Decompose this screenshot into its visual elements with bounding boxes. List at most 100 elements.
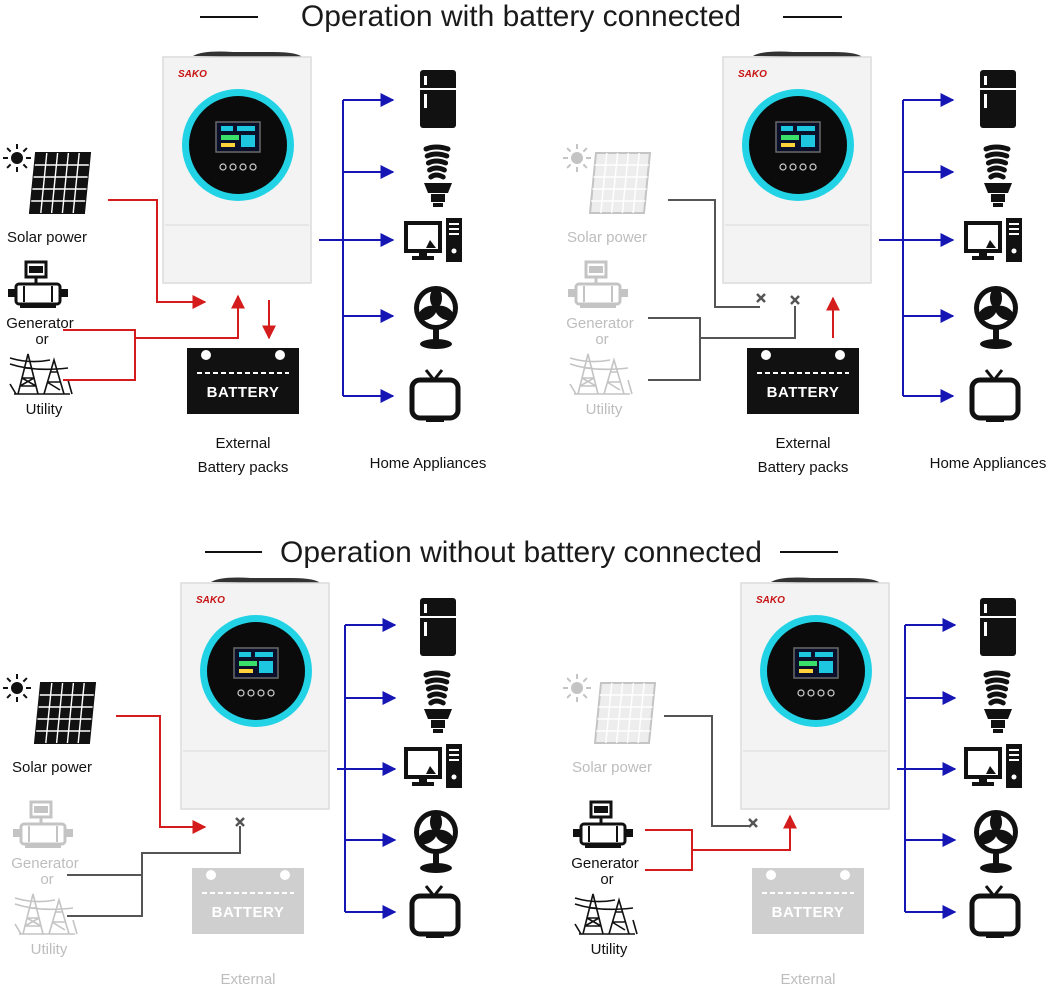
battery-icon: BATTERY [187,348,299,414]
panel-button [809,163,817,171]
power-tower-icon [574,893,638,935]
sun-icon [563,144,591,172]
generator-or-label: or [40,871,53,888]
solar-label: Solar power [572,759,652,776]
battery-text: BATTERY [772,904,845,921]
generator-label: Generator [6,315,74,332]
panel-button [789,163,797,171]
inverter-icon: SAKO [180,577,330,810]
heading-with-battery: Operation with battery connected [200,0,842,33]
solar-panel-icon [588,152,652,214]
panel-1: Solar powerGeneratororUtilitySAKOBATTERY… [3,51,487,476]
panel-button [247,689,255,697]
generator-icon [8,260,68,308]
computer-icon [404,218,462,262]
solar-idle-line [664,715,750,827]
cfl-bulb-icon [423,144,452,207]
tv-icon [969,369,1021,422]
blocked-x-icon [235,817,245,827]
generator-to-inverter-line [63,294,245,339]
generator-idle-line [648,306,796,339]
sun-icon [3,144,31,172]
brand-logo: SAKO [178,69,207,80]
power-tower-icon [569,353,633,395]
panel-button [799,163,807,171]
panel-button [797,689,805,697]
fan-icon [974,810,1018,873]
brand-logo: SAKO [738,69,767,80]
appliances-label: Home Appliances [370,455,487,472]
tv-icon [409,369,461,422]
panel-button [779,163,787,171]
svg-text:Operation without battery conn: Operation without battery connected [280,536,762,569]
inverter-icon: SAKO [162,51,312,284]
panel-button [249,163,257,171]
power-tower-icon [14,893,78,935]
generator-label: Generator [11,855,79,872]
battery-icon: BATTERY [747,348,859,414]
panel-button [267,689,275,697]
sun-icon [563,674,591,702]
utility-label: Utility [591,941,628,958]
power-tower-icon [9,353,73,395]
refrigerator-icon [420,70,456,128]
cfl-bulb-icon [423,670,452,733]
generator-or-label: or [35,331,48,348]
battery-text: BATTERY [767,384,840,401]
solar-to-inverter-line [116,715,207,834]
computer-icon [964,218,1022,262]
sun-icon [3,674,31,702]
appliances-label: Home Appliances [930,991,1047,993]
generator-icon [573,800,633,848]
fan-icon [414,810,458,873]
solar-label: Solar power [7,229,87,246]
panel-button [229,163,237,171]
solar-to-inverter-line [108,199,207,309]
battery-text: BATTERY [207,384,280,401]
fan-icon [974,286,1018,349]
brand-logo: SAKO [196,595,225,606]
utility-to-inverter-line [645,850,693,871]
svg-text:Operation with battery connect: Operation with battery connected [301,0,741,33]
generator-idle-line [67,826,241,876]
heading-without-battery: Operation without battery connected [205,536,838,569]
battery-packs-label: Battery packs [758,459,849,476]
blocked-x-icon [756,293,766,303]
solar-label: Solar power [12,759,92,776]
blocked-x-icon [790,295,800,305]
generator-icon [13,800,73,848]
panel-button [257,689,265,697]
refrigerator-icon [420,598,456,656]
generator-or-label: or [595,331,608,348]
tv-icon [409,885,461,938]
panel-button [827,689,835,697]
computer-icon [404,744,462,788]
inverter-icon: SAKO [740,577,890,810]
blocked-x-icon [748,818,758,828]
battery-label: External [220,971,275,988]
battery-packs-label: Battery packs [198,459,289,476]
appliances-label: Home Appliances [930,455,1047,472]
utility-label: Utility [31,941,68,958]
panel-button [807,689,815,697]
tv-icon [969,885,1021,938]
panel-2: Solar powerGeneratororUtilitySAKOBATTERY… [563,51,1047,476]
solar-panel-icon [28,152,92,214]
generator-label: Generator [566,315,634,332]
battery-label: External [215,435,270,452]
generator-icon [568,260,628,308]
panel-button [219,163,227,171]
solar-label: Solar power [567,229,647,246]
battery-label: External [775,435,830,452]
cfl-bulb-icon [983,144,1012,207]
brand-logo: SAKO [756,595,785,606]
panel-4: Solar powerGeneratororUtilitySAKOBATTERY… [563,577,1047,993]
appliances-label: Home Appliances [370,991,487,993]
refrigerator-icon [980,598,1016,656]
panel-button [239,163,247,171]
battery-icon: BATTERY [192,868,304,934]
generator-to-inverter-line [645,814,797,851]
utility-to-inverter-line [63,330,136,381]
fan-icon [414,286,458,349]
